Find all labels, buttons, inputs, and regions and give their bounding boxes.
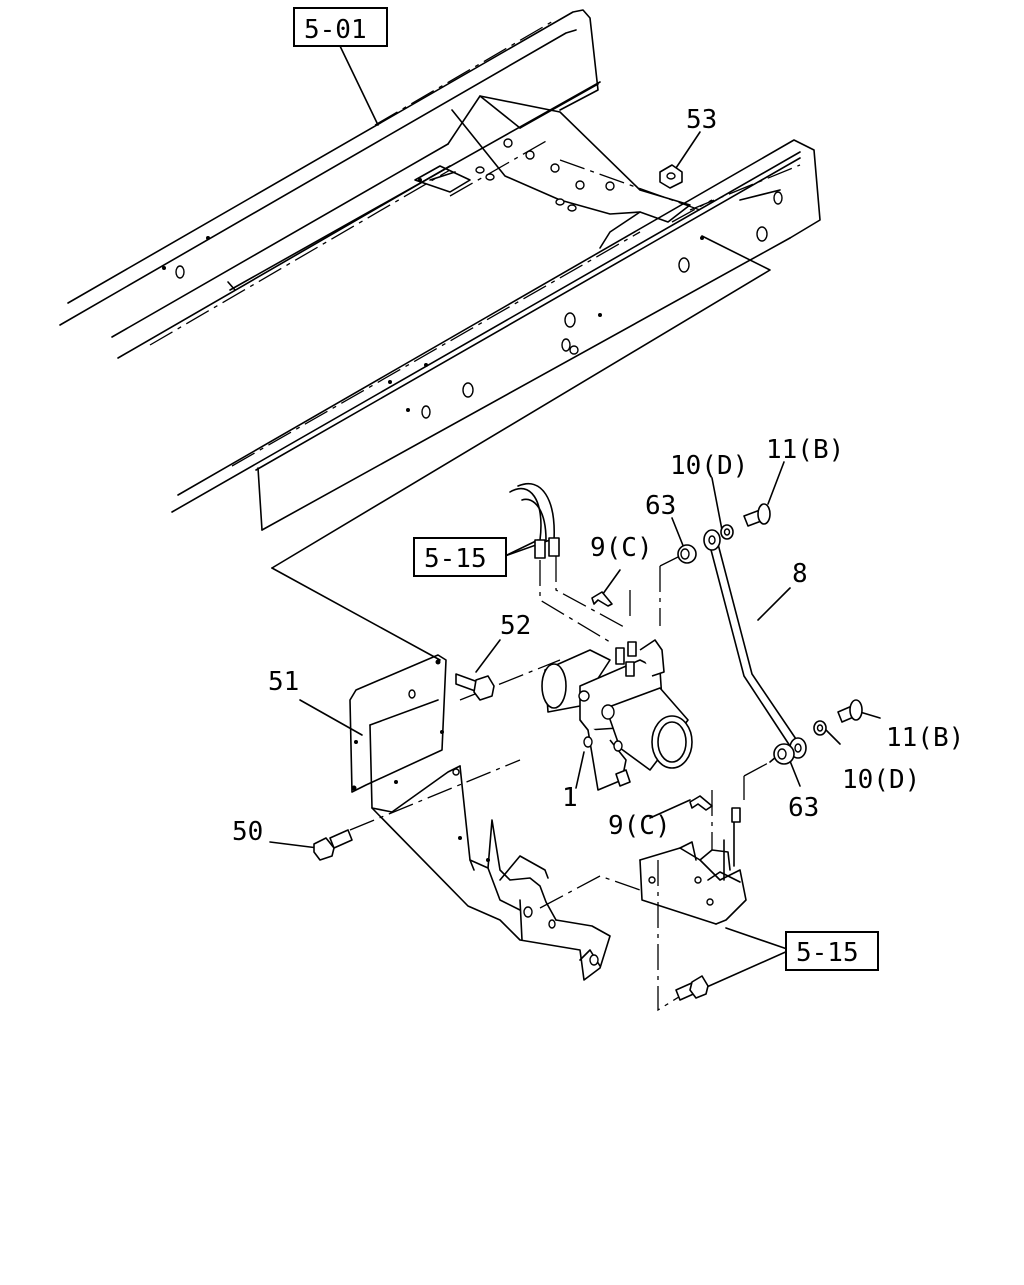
part-9c-clips	[591, 591, 713, 811]
label-part-1: 1	[562, 783, 578, 813]
reference-boxes	[293, 7, 879, 971]
ref-box-5-01	[293, 7, 388, 47]
part-1-actuator	[541, 639, 693, 791]
part-53-nut	[659, 164, 683, 189]
label-part-53: 53	[686, 105, 717, 135]
label-part-9c-upper: 9(C)	[590, 533, 653, 563]
label-part-11b-upper: 11(B)	[766, 435, 844, 465]
label-part-52: 52	[500, 611, 531, 641]
brake-hoses-upper	[509, 483, 560, 559]
ref-box-5-15-lower	[785, 931, 879, 971]
ref-box-5-15-upper	[413, 537, 507, 577]
label-part-51: 51	[268, 667, 299, 697]
part-52-bolt	[455, 673, 495, 701]
part-11b-10d-lower	[813, 699, 863, 736]
label-part-10d-lower: 10(D)	[842, 765, 920, 795]
label-part-10d-upper: 10(D)	[670, 451, 748, 481]
part-51-bracket	[349, 654, 611, 981]
label-part-8: 8	[792, 559, 808, 589]
part-8-rod	[703, 529, 807, 759]
part-63-upper	[677, 544, 697, 564]
leader-lines	[269, 45, 881, 1012]
label-ref-5-15-upper: 5-15	[424, 544, 487, 574]
label-part-63-upper: 63	[645, 491, 676, 521]
label-part-50: 50	[232, 817, 263, 847]
label-part-63-lower: 63	[788, 793, 819, 823]
label-part-9c-lower: 9(C)	[608, 811, 671, 841]
frame-rails	[59, 9, 821, 531]
label-ref-5-01: 5-01	[304, 15, 367, 45]
callout-labels: 5-01 5-15 5-15 53 10(D) 11(B) 63 9(C) 8 …	[232, 15, 964, 968]
lower-mount-5-15	[639, 807, 747, 1001]
part-50-bolt	[313, 829, 353, 861]
part-63-lower	[773, 743, 795, 765]
part-10d-11b-upper	[720, 503, 771, 540]
label-ref-5-15-lower: 5-15	[796, 938, 859, 968]
label-part-11b-lower: 11(B)	[886, 723, 964, 753]
